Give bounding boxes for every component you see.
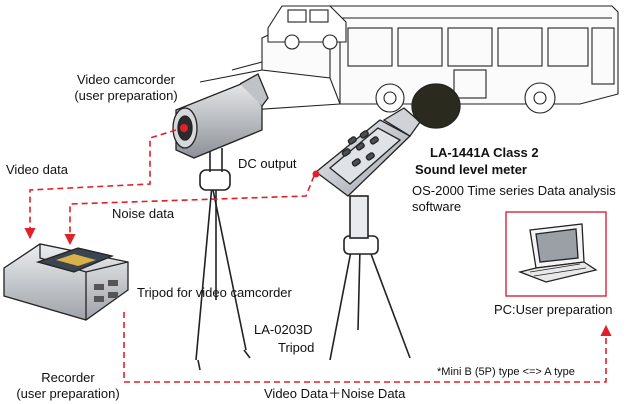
pc-label: PC:User preparation: [494, 302, 613, 317]
tripod-icon: [195, 148, 251, 371]
video-data-line: [24, 129, 177, 240]
sound-level-meter-icon: [312, 83, 461, 197]
camcorder-title: Video camcorder: [76, 72, 176, 87]
tripod-model-label: LA-0203D: [254, 322, 313, 337]
camcorder-icon: [172, 73, 269, 159]
combined-data-line: [123, 312, 612, 383]
noise-data-label: Noise data: [112, 206, 175, 221]
recorder-subtitle: (user preparation): [16, 386, 120, 401]
meter-tripod: [329, 195, 411, 361]
bus-icon: [199, 5, 619, 114]
dc-output-label: DC output: [238, 156, 297, 171]
meter-name-label: Sound level meter: [415, 162, 527, 177]
recorder-icon: [3, 243, 129, 321]
software-label-line2: software: [412, 199, 462, 214]
software-label-line1: OS-2000 Time series Data analysis: [412, 183, 616, 198]
cable-note: *Mini B (5P) type <=> A type: [437, 366, 575, 378]
camcorder-label: Video camcorder (user preparation): [66, 72, 186, 104]
meter-model-label: LA-1441A Class 2: [430, 145, 539, 160]
recorder-label: Recorder (user preparation): [8, 370, 128, 402]
noise-data-line: [64, 175, 315, 246]
combined-data-label: Video Data＋Noise Data: [264, 386, 406, 401]
recorder-title: Recorder: [41, 370, 95, 385]
camcorder-subtitle: (user preparation): [74, 88, 178, 103]
video-data-label: Video data: [6, 162, 68, 177]
tripod-name-label: Tripod: [278, 340, 315, 355]
tripod-camcorder-label: Tripod for video camcorder: [137, 285, 292, 300]
laptop-icon: [517, 223, 598, 283]
